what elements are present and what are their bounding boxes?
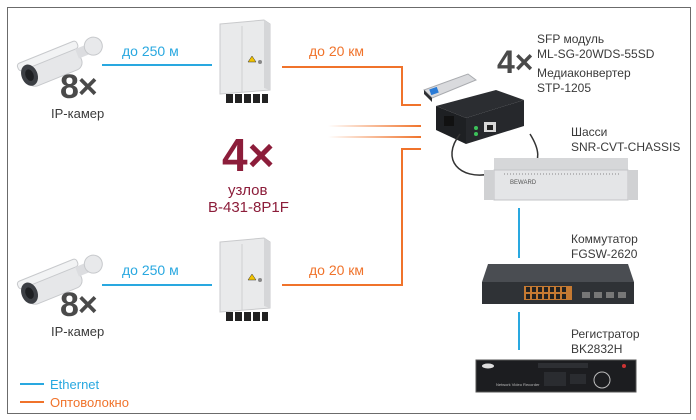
nodes-label: узлов	[228, 182, 268, 199]
camera-count: 8×	[60, 68, 98, 106]
fiber-link-fade	[328, 136, 421, 138]
converter-count: 4×	[497, 44, 534, 80]
ethernet-link	[518, 312, 520, 350]
legend-label: Оптоволокно	[50, 394, 129, 410]
fiber-distance-label: до 20 км	[309, 262, 365, 278]
camera-count: 8×	[60, 286, 98, 324]
switch-label: Коммутатор	[571, 232, 638, 246]
ethernet-link	[102, 64, 212, 66]
recorder-caption: Network Video Recorder	[496, 382, 540, 387]
chassis-model: SNR-CVT-CHASSIS	[571, 140, 681, 154]
fiber-link	[282, 284, 403, 286]
legend: Ethernet Оптоволокно	[20, 376, 129, 410]
nodes-count: 4×	[222, 129, 275, 181]
ip-camera-icon	[16, 36, 103, 87]
ethernet-distance-label: до 250 м	[122, 262, 179, 278]
ethernet-distance-label: до 250 м	[122, 43, 179, 59]
switch-model: FGSW-2620	[571, 247, 638, 261]
sfp-label: SFP модуль	[537, 32, 605, 46]
chassis-icon	[484, 158, 638, 201]
nodes-model: B-431-8P1F	[208, 199, 289, 216]
sfp-model: ML-SG-20WDS-55SD	[537, 47, 655, 61]
fiber-link	[401, 148, 403, 286]
media-converter-icon	[436, 90, 524, 144]
legend-item-ethernet: Ethernet	[20, 376, 129, 392]
fiber-link-fade	[328, 125, 421, 127]
camera-label: IP-камер	[51, 106, 105, 121]
fiber-link	[401, 66, 403, 106]
camera-label: IP-камер	[51, 324, 105, 339]
legend-swatch	[20, 383, 44, 385]
recorder-label: Регистратор	[571, 327, 640, 341]
ip-camera-icon	[16, 254, 103, 305]
fiber-link	[282, 66, 402, 68]
chassis-brand: BEWARD	[510, 180, 537, 186]
legend-label: Ethernet	[50, 376, 100, 392]
fiber-link	[401, 104, 421, 106]
sfp-module-icon	[423, 73, 478, 102]
fiber-link	[401, 148, 421, 150]
legend-item-fiber: Оптоволокно	[20, 394, 129, 410]
legend-swatch	[20, 401, 44, 403]
diagram-frame	[7, 7, 691, 414]
ethernet-link	[518, 208, 520, 258]
network-switch-icon	[482, 264, 634, 304]
video-recorder-icon	[475, 359, 637, 393]
recorder-model: BK2832H	[571, 342, 623, 356]
node-cabinet-icon	[219, 237, 271, 321]
node-cabinet-icon	[219, 19, 271, 103]
ethernet-link	[102, 284, 212, 286]
chassis-label: Шасси	[571, 125, 608, 139]
media-converter-label: Медиаконвертер	[537, 66, 631, 80]
fiber-distance-label: до 20 км	[309, 43, 365, 59]
media-converter-model: STP-1205	[537, 81, 592, 95]
